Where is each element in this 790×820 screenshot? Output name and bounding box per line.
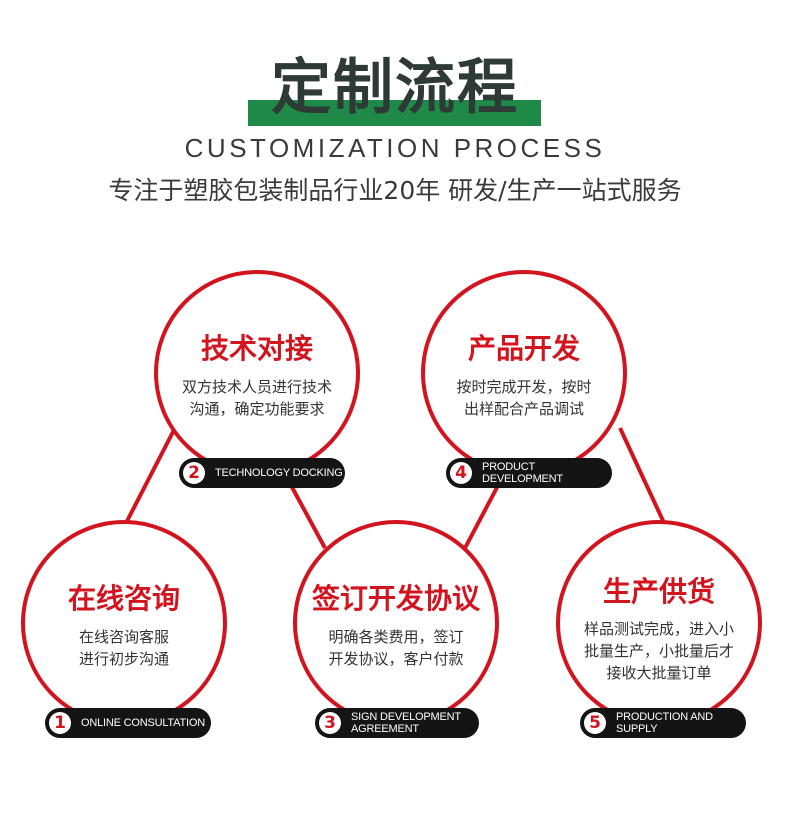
step-description: 在线咨询客服 进行初步沟通 [78, 628, 169, 668]
step-circle-technology-docking: 技术对接 双方技术人员进行技术 沟通，确定功能要求 [154, 270, 360, 476]
subtitle-chinese: 专注于塑胶包装制品行业20年 研发/生产一站式服务 [108, 176, 682, 205]
step-heading: 产品开发 [467, 332, 580, 365]
step-label-en: SIGN DEVELOPMENT AGREEMENT [351, 711, 461, 735]
step-label-en: PRODUCTION AND SUPPLY [616, 711, 713, 735]
step-circle-sign-agreement: 签订开发协议 明确各类费用，签订 开发协议，客户付款 [293, 520, 499, 726]
connector-line-2-3 [285, 477, 327, 549]
step-number: 1 [49, 712, 71, 734]
step-heading: 在线咨询 [67, 582, 180, 615]
page-title: 定制流程 [271, 53, 519, 123]
connector-line-1-2 [123, 427, 177, 526]
step-number: 5 [584, 712, 606, 734]
step-description: 明确各类费用，签订 开发协议，客户付款 [328, 628, 464, 668]
step-description: 样品测试完成，进入小 批量生产，小批量后才 接收大批量订单 [583, 620, 734, 682]
step-circle-product-development: 产品开发 按时完成开发，按时 出样配合产品调试 [421, 270, 627, 476]
title-underline-bar [248, 100, 541, 126]
step-description: 按时完成开发，按时 出样配合产品调试 [456, 378, 592, 418]
step-description: 双方技术人员进行技术 沟通，确定功能要求 [181, 378, 332, 418]
step-badge-2: 2 TECHNOLOGY DOCKING [179, 458, 345, 488]
step-badge-4: 4 PRODUCT DEVELOPMENT [446, 458, 612, 488]
connector-line-3-4 [463, 477, 504, 549]
step-number: 4 [450, 462, 472, 484]
title-block: 定制流程 [0, 50, 790, 130]
step-circle-production-supply: 生产供货 样品测试完成，进入小 批量生产，小批量后才 接收大批量订单 [556, 520, 762, 726]
step-circle-online-consultation: 在线咨询 在线咨询客服 进行初步沟通 [21, 520, 227, 726]
step-heading: 技术对接 [200, 332, 313, 365]
subtitle-english: CUSTOMIZATION PROCESS [184, 133, 606, 163]
step-number: 2 [183, 462, 205, 484]
step-badge-3: 3 SIGN DEVELOPMENT AGREEMENT [315, 708, 479, 738]
step-badge-5: 5 PRODUCTION AND SUPPLY [580, 708, 746, 738]
step-label-en: TECHNOLOGY DOCKING [215, 467, 343, 479]
step-heading: 生产供货 [602, 575, 715, 608]
step-label-en: ONLINE CONSULTATION [81, 717, 205, 729]
step-heading: 签订开发协议 [311, 582, 480, 615]
connector-line-4-5 [618, 427, 667, 526]
step-badge-1: 1 ONLINE CONSULTATION [45, 708, 211, 738]
step-label-en: PRODUCT DEVELOPMENT [482, 461, 563, 485]
step-number: 3 [319, 712, 341, 734]
